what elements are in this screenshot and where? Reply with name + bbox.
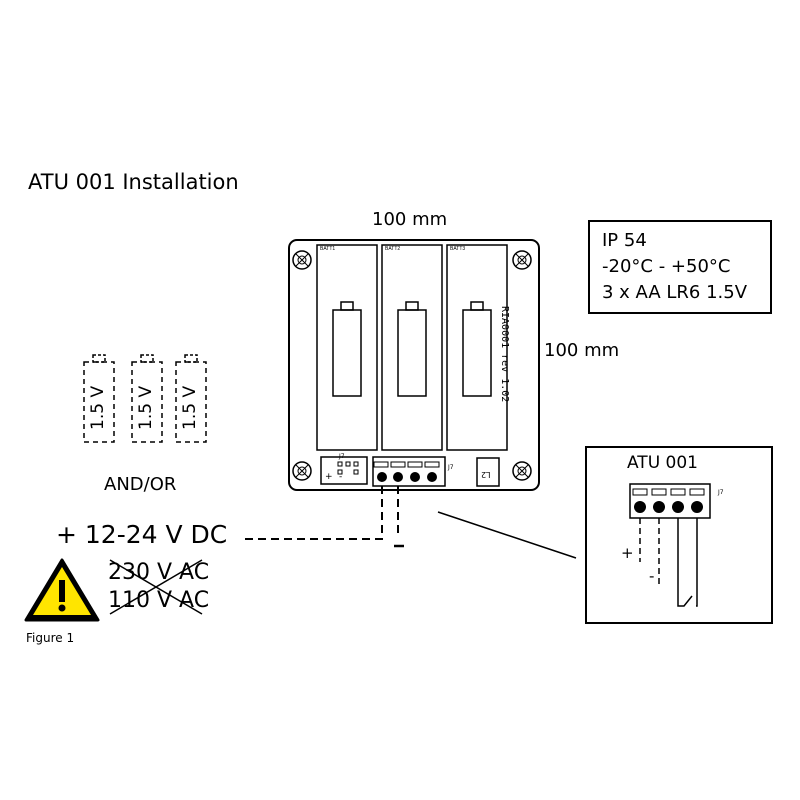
- ac-230-label: 230 V AC: [108, 560, 210, 585]
- spec-temperature: -20°C - +50°C: [602, 256, 731, 277]
- warning-icon: [24, 558, 100, 622]
- height-dimension: 100 mm: [544, 340, 620, 361]
- terminal-block: [372, 456, 446, 487]
- dc-voltage-label: + 12-24 V DC: [56, 520, 228, 549]
- jumper-plus: +: [325, 472, 333, 482]
- ac-cross-line: [109, 559, 203, 615]
- figure-caption: Figure 1: [26, 631, 75, 645]
- battery-holder-1: [316, 244, 378, 451]
- jumper-minus: -: [339, 472, 343, 482]
- mounting-screw-icon: [512, 250, 532, 270]
- mounting-screw-icon: [512, 461, 532, 481]
- battery-slot-label: BATT2: [385, 246, 401, 252]
- dc-plus-wire: [245, 486, 383, 540]
- mounting-screw-icon: [292, 250, 312, 270]
- aa-cell-3: [175, 354, 207, 443]
- l2-label: L2: [481, 470, 491, 479]
- detail-plus-label: +: [621, 544, 634, 562]
- pcb-board: [288, 239, 540, 491]
- mounting-screw-icon: [292, 461, 312, 481]
- battery-holder-3: [446, 244, 508, 451]
- callout-line: [437, 511, 577, 559]
- detail-minus-label: -: [649, 567, 655, 585]
- cell-voltage-label: 1.5 V: [88, 385, 108, 430]
- jumper-block: [320, 456, 368, 485]
- detail-box: [585, 446, 773, 624]
- cell-voltage-label: 1.5 V: [136, 385, 156, 430]
- width-dimension: 100 mm: [372, 209, 448, 230]
- aa-cell-2: [131, 354, 163, 443]
- detail-switch-wire: [677, 518, 698, 607]
- battery-holder-2: [381, 244, 443, 451]
- l2-component: [476, 457, 500, 487]
- and-or-label: AND/OR: [104, 474, 177, 495]
- page-title: ATU 001 Installation: [28, 170, 239, 194]
- spec-batteries: 3 x AA LR6 1.5V: [602, 282, 748, 303]
- detail-jumper-label: J7: [718, 489, 724, 496]
- cell-voltage-label: 1.5 V: [180, 385, 200, 430]
- jumper-label: J7: [339, 453, 345, 460]
- detail-title: ATU 001: [627, 453, 698, 473]
- battery-slot-label: BATT3: [450, 246, 466, 252]
- spec-box: IP 54 -20°C - +50°C 3 x AA LR6 1.5V: [588, 220, 772, 314]
- spec-ip-rating: IP 54: [602, 230, 647, 251]
- board-model-label: RIA0001 rev 1.02: [499, 306, 510, 403]
- ac-110-label: 110 V AC: [108, 588, 210, 613]
- detail-terminal-block: [629, 483, 711, 519]
- aa-cell-1: [83, 354, 115, 443]
- jumper-label: J7: [448, 464, 454, 471]
- battery-slot-label: BATT1: [320, 246, 336, 252]
